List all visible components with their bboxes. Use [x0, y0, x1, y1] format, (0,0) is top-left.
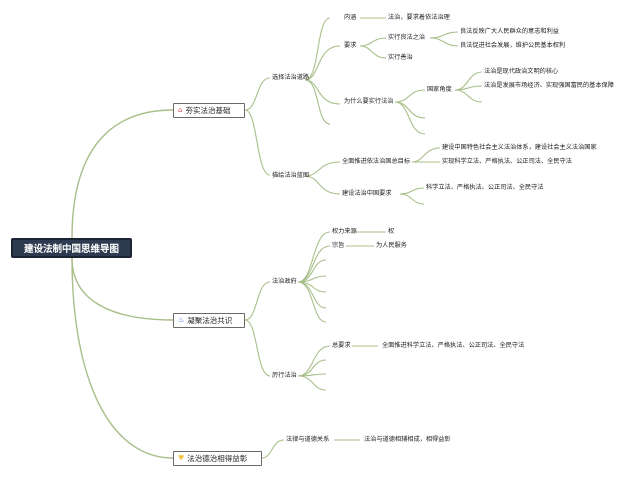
branch-1-topic[interactable]: ⌂ 夯实法治基础	[173, 103, 245, 118]
topic-law-based-government[interactable]: 法治政府	[272, 278, 297, 285]
topic-power-source-value[interactable]: 权	[388, 228, 395, 235]
topic-goal-b[interactable]: 实现科学立法、严格执法、公正司法、全民守法	[442, 158, 572, 165]
root-topic[interactable]: 建设法制中国思维导图	[11, 238, 132, 258]
branch-2-label: 凝聚法治共识	[187, 316, 233, 325]
topic-overall-requirement[interactable]: 总要求	[332, 342, 351, 349]
topic-overall-goal[interactable]: 全面推进依法治国总目标	[342, 158, 411, 165]
topic-goal-a[interactable]: 建设中国特色社会主义法治体系，建设社会主义法治国家	[442, 144, 597, 151]
branch-1-label: 夯实法治基础	[185, 106, 231, 115]
topic-good-law-a[interactable]: 良法反映广大人民群众的意志和利益	[460, 28, 559, 35]
topic-choose-path[interactable]: 选择法治道路	[272, 74, 310, 81]
topic-content[interactable]: 内涵	[344, 14, 357, 21]
topic-purpose-value[interactable]: 为人民服务	[376, 242, 407, 249]
topic-nation-b[interactable]: 法治是发展市场经济、实现强国富民的基本保障	[484, 82, 614, 89]
topic-good-governance[interactable]: 实行善治	[388, 54, 413, 61]
topic-build-requirement-a[interactable]: 科学立法、严格执法、公正司法、全民守法	[426, 184, 544, 191]
topic-blueprint[interactable]: 描绘法治蓝图	[272, 172, 310, 179]
topic-content-value[interactable]: 法治，要求着依法治理	[388, 14, 450, 21]
topic-power-source[interactable]: 权力来源	[332, 228, 357, 235]
house-icon: ⌂	[178, 106, 183, 114]
topic-practice-rule-of-law[interactable]: 厉行法治	[272, 372, 297, 379]
topic-law-morality-relation-value[interactable]: 法治与道德相辅相成，相得益彰	[364, 436, 451, 443]
topic-good-law[interactable]: 实行良法之治	[388, 34, 426, 41]
topic-nation-perspective[interactable]: 国家角度	[427, 86, 452, 93]
topic-why-rule-of-law[interactable]: 为什么要实行法治	[344, 98, 394, 105]
topic-law-morality-relation[interactable]: 法律与道德关系	[286, 436, 330, 443]
branch-3-label: 法治德治相得益彰	[187, 454, 248, 463]
flame-icon: ♨	[178, 316, 185, 324]
topic-requirement[interactable]: 要求	[344, 42, 357, 49]
topic-overall-requirement-value[interactable]: 全面推进科学立法、严格执法、公正司法、全民守法	[382, 342, 525, 349]
topic-good-law-b[interactable]: 良法促进社会发展，维护公民基本权利	[460, 42, 566, 49]
branch-2-topic[interactable]: ♨ 凝聚法治共识	[173, 313, 245, 328]
heart-icon: ♥	[178, 454, 185, 462]
topic-build-requirement[interactable]: 建设法治中国要求	[342, 190, 392, 197]
topic-nation-a[interactable]: 法治是现代政治文明的核心	[484, 68, 559, 75]
topic-purpose[interactable]: 宗旨	[332, 242, 345, 249]
branch-3-topic[interactable]: ♥ 法治德治相得益彰	[173, 451, 262, 466]
